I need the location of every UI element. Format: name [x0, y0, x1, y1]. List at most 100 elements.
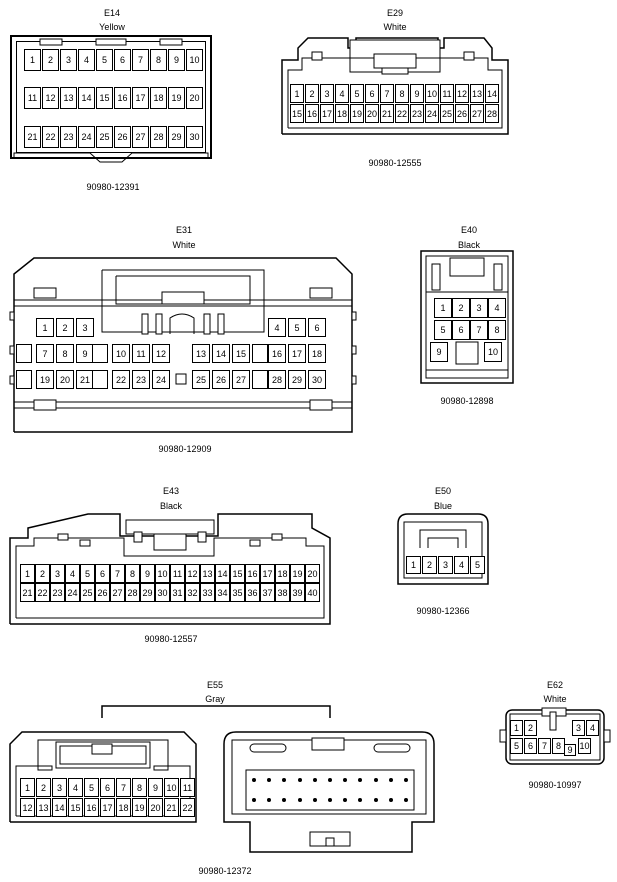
- e29-pin: 17: [320, 104, 334, 123]
- e55-pin: 2: [36, 778, 51, 797]
- e40-pin: 1: [434, 298, 452, 318]
- e29-pin: 19: [350, 104, 364, 123]
- e55-pin: 13: [36, 798, 51, 817]
- e31-pin: 10: [112, 344, 130, 363]
- e43-pin: 32: [185, 583, 200, 602]
- e50-pin: 3: [438, 556, 453, 574]
- e62-pin: 10: [578, 738, 591, 754]
- e29-pin: 8: [395, 84, 409, 103]
- e29-pin: 26: [455, 104, 469, 123]
- e40-id: E40: [460, 225, 477, 235]
- e14-id: E14: [103, 8, 120, 18]
- e50-pin: 5: [470, 556, 485, 574]
- e43-pin: 1: [20, 564, 35, 583]
- e55-pin: 3: [52, 778, 67, 797]
- e55-pin: 17: [100, 798, 115, 817]
- e43-pin: 2: [35, 564, 50, 583]
- e29-pin: 2: [305, 84, 319, 103]
- e43-pin: 15: [230, 564, 245, 583]
- e62-pin: 1: [510, 720, 523, 736]
- e55-receptacle-terminal: [297, 798, 302, 802]
- e62-pin: 6: [524, 738, 537, 754]
- e62-pin: 4: [586, 720, 599, 736]
- e50-part-number: 90980-12366: [416, 606, 470, 616]
- e55-receptacle-terminal: [404, 798, 408, 802]
- e55-part-number: 90980-12372: [198, 866, 252, 876]
- e55-receptacle-terminal: [358, 778, 363, 782]
- e55-pin: 1: [20, 778, 35, 797]
- e14-pin: 16: [114, 87, 131, 109]
- e55-receptacle-terminal: [404, 778, 408, 782]
- e43-color: Black: [159, 501, 182, 511]
- e62-color: White: [543, 694, 567, 704]
- e55-receptacle-terminal: [267, 778, 272, 782]
- e62-pin: 5: [510, 738, 523, 754]
- e14-pin: 23: [60, 126, 77, 148]
- e31-pin: 7: [36, 344, 54, 363]
- e55-receptacle-terminal: [312, 778, 317, 782]
- e43-pin: 14: [215, 564, 230, 583]
- e29-pin: 14: [485, 84, 499, 103]
- e62-id: E62: [546, 680, 563, 690]
- e55-color: Gray: [205, 694, 225, 704]
- e31-pin: 8: [56, 344, 74, 363]
- e55-pin: 6: [100, 778, 115, 797]
- e31-pin: 4: [268, 318, 286, 337]
- e14-pin: 6: [114, 49, 131, 71]
- e14-pin: 29: [168, 126, 185, 148]
- e29-pin: 6: [365, 84, 379, 103]
- e62-outline: [499, 707, 611, 765]
- e50-pin: 4: [454, 556, 469, 574]
- e55-receptacle-terminal: [388, 778, 393, 782]
- e31-blank-cavity: [92, 344, 108, 363]
- e55-pin: 9: [148, 778, 163, 797]
- e29-pin: 24: [425, 104, 439, 123]
- e31-pin: 5: [288, 318, 306, 337]
- e40-color: Black: [457, 240, 480, 250]
- e62-pin: 9: [564, 744, 576, 756]
- e14-pin: 27: [132, 126, 149, 148]
- e55-pin: 8: [132, 778, 147, 797]
- e43-pin: 19: [290, 564, 305, 583]
- e29-pin: 20: [365, 104, 379, 123]
- e14-pin: 30: [186, 126, 203, 148]
- e55-receptacle-terminal: [267, 798, 272, 802]
- e40-pin: 4: [488, 298, 506, 318]
- e14-pin: 3: [60, 49, 77, 71]
- e31-pin: 22: [112, 370, 130, 389]
- e43-pin: 34: [215, 583, 230, 602]
- e14-part-number: 90980-12391: [86, 182, 140, 192]
- e55-pin: 20: [148, 798, 163, 817]
- e43-pin: 26: [95, 583, 110, 602]
- e31-blank-cavity: [252, 344, 268, 363]
- e40-pin: 7: [470, 320, 488, 340]
- e43-pin: 31: [170, 583, 185, 602]
- e55-receptacle-connector: [222, 730, 436, 854]
- e43-pin: 39: [290, 583, 305, 602]
- e43-pin: 36: [245, 583, 260, 602]
- e29-pin: 15: [290, 104, 304, 123]
- e55-pin: 16: [84, 798, 99, 817]
- e14-pin: 13: [60, 87, 77, 109]
- e43-id: E43: [162, 486, 179, 496]
- e43-pin: 17: [260, 564, 275, 583]
- e55-receptacle-terminal: [373, 798, 378, 802]
- e40-outline: [420, 250, 514, 384]
- e55-receptacle-terminal: [328, 778, 332, 782]
- e31-blank-cavity: [252, 370, 268, 389]
- e62-pin: 2: [524, 720, 537, 736]
- e31-pin: 16: [268, 344, 286, 363]
- e55-receptacle-terminal: [343, 798, 348, 802]
- e55-id: E55: [206, 680, 223, 690]
- e43-pin: 10: [155, 564, 170, 583]
- e62-part-number: 90980-10997: [528, 780, 582, 790]
- e31-pin: 19: [36, 370, 54, 389]
- e29-pin: 22: [395, 104, 409, 123]
- e55-receptacle-terminal: [328, 798, 332, 802]
- e55-receptacle-terminal: [252, 798, 256, 802]
- e55-pin: 18: [116, 798, 131, 817]
- e55-pin: 4: [68, 778, 83, 797]
- e40-pin: 10: [484, 342, 502, 362]
- e43-pin: 33: [200, 583, 215, 602]
